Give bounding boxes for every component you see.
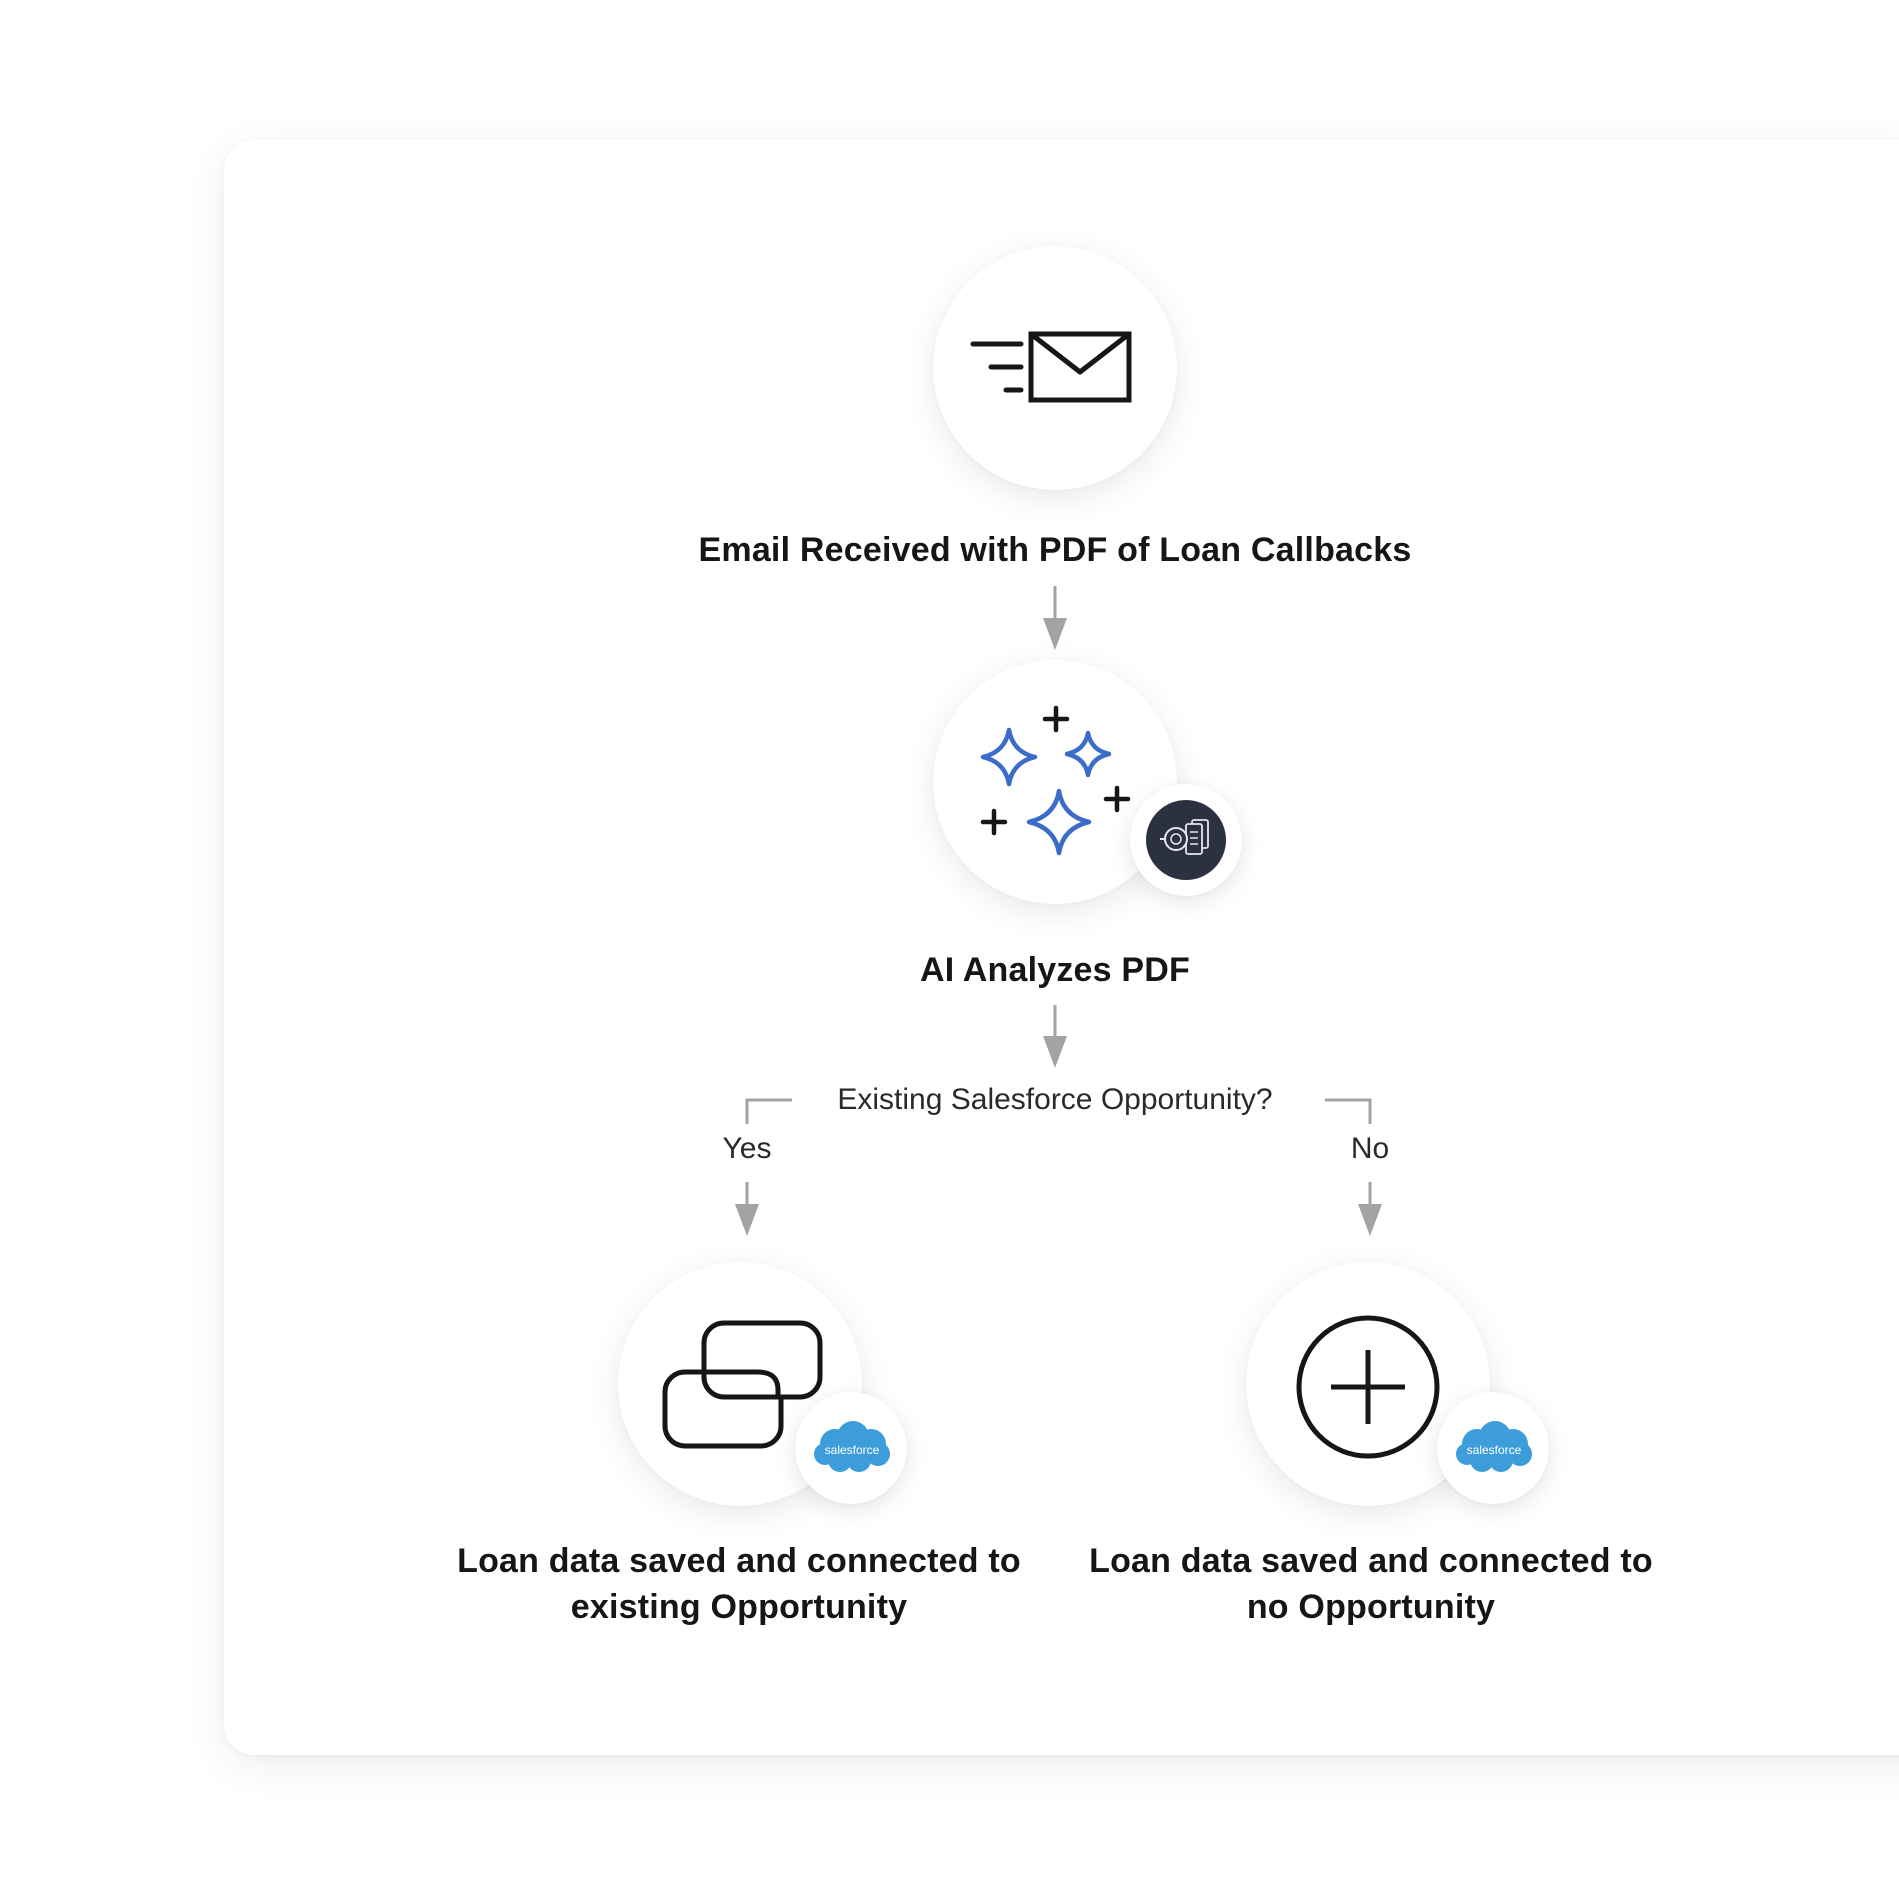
svg-text:salesforce: salesforce xyxy=(825,1443,880,1457)
document-scan-icon xyxy=(1146,800,1226,880)
svg-text:salesforce: salesforce xyxy=(1467,1443,1522,1457)
existing-opportunity-label: Loan data saved and connected to existin… xyxy=(457,1542,1021,1626)
salesforce-cloud-icon: salesforce xyxy=(1456,1421,1532,1472)
ai-sparkles-icon xyxy=(980,705,1131,856)
existing-opportunity-node: salesforce xyxy=(618,1262,907,1506)
email-step-node xyxy=(933,246,1177,490)
link-icon xyxy=(662,1320,823,1449)
salesforce-badge-none: salesforce xyxy=(1437,1392,1549,1504)
plus-circle-icon xyxy=(1296,1315,1440,1459)
ai-step-node xyxy=(933,660,1242,904)
salesforce-cloud-icon: salesforce xyxy=(814,1421,890,1472)
ai-step-label: AI Analyzes PDF xyxy=(919,951,1191,989)
email-send-icon xyxy=(970,331,1132,403)
email-step-label: Email Received with PDF of Loan Callback… xyxy=(698,531,1412,569)
no-opportunity-node: salesforce xyxy=(1246,1262,1549,1506)
branch-no-label: No xyxy=(1350,1132,1390,1165)
salesforce-badge-existing: salesforce xyxy=(795,1392,907,1504)
no-opportunity-label: Loan data saved and connected to no Oppo… xyxy=(1089,1542,1653,1626)
decision-question: Existing Salesforce Opportunity? xyxy=(837,1083,1273,1116)
document-scan-badge xyxy=(1130,784,1242,896)
branch-yes-label: Yes xyxy=(722,1132,772,1165)
